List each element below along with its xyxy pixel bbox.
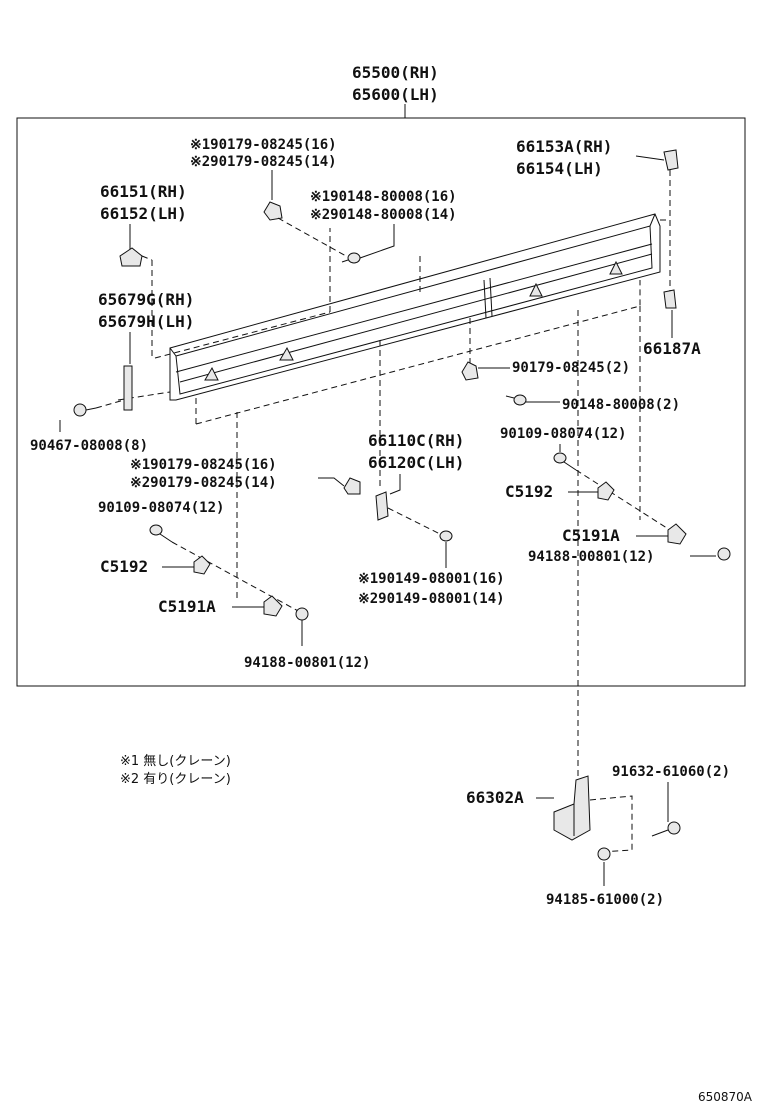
bolt-top bbox=[341, 252, 361, 264]
clip-c5191a-left bbox=[263, 595, 283, 617]
nut-left-low bbox=[295, 607, 309, 621]
label-nut-left-low: 94188-00801(12) bbox=[244, 655, 370, 671]
guide-bracket bbox=[553, 775, 591, 841]
label-bolt-right-top: 90148-80008(2) bbox=[562, 397, 680, 413]
bolt-guide bbox=[651, 821, 681, 837]
clip-c5191a-right bbox=[667, 523, 687, 545]
plate-left bbox=[119, 247, 143, 267]
clip-nut-right bbox=[461, 361, 479, 381]
bracket-top-right bbox=[663, 149, 679, 171]
label-guide: 66302A bbox=[466, 788, 524, 807]
label-support-lh: 66120C(LH) bbox=[368, 453, 464, 472]
label-stopper: 66187A bbox=[643, 339, 701, 358]
label-hinge-lh: 65679H(LH) bbox=[98, 312, 194, 331]
bolt-left-mid bbox=[149, 524, 173, 543]
label-c5192-left: C5192 bbox=[100, 557, 148, 576]
label-support-rh: 66110C(RH) bbox=[368, 431, 464, 450]
label-nut-right-top: 90179-08245(2) bbox=[512, 360, 630, 376]
label-screw-a2: ※290179-08245(14) bbox=[190, 154, 337, 170]
bolt-mid bbox=[439, 530, 453, 542]
guide-dash-lower bbox=[195, 280, 641, 425]
label-bolt-d2: ※290149-08001(14) bbox=[358, 591, 505, 607]
label-hinge-rh: 65679G(RH) bbox=[98, 290, 194, 309]
nut-right-low bbox=[717, 547, 731, 561]
label-assembly-rh: 65500(RH) bbox=[352, 63, 439, 82]
label-bolt-b1: ※190148-80008(16) bbox=[310, 189, 457, 205]
label-plate-lh: 66152(LH) bbox=[100, 204, 187, 223]
label-bracket-lh: 66154(LH) bbox=[516, 159, 603, 178]
label-bolt-b2: ※290148-80008(14) bbox=[310, 207, 457, 223]
hinge-strip bbox=[123, 365, 133, 411]
label-bolt-d1: ※190149-08001(16) bbox=[358, 571, 505, 587]
figure-reference: 650870A bbox=[698, 1090, 753, 1104]
legend-note-1: ※1 無し(クレーン) bbox=[120, 754, 231, 769]
label-screw-a1: ※190179-08245(16) bbox=[190, 137, 337, 153]
bolt-right-mid bbox=[553, 452, 577, 471]
support-bracket bbox=[375, 491, 389, 521]
label-c5192-right: C5192 bbox=[505, 482, 553, 501]
label-bolt-right-mid: 90109-08074(12) bbox=[500, 426, 626, 442]
label-c5191a-right: C5191A bbox=[562, 526, 620, 545]
bolt-right bbox=[505, 394, 527, 406]
assembly-boundary bbox=[16, 117, 746, 687]
clip-nut-mid bbox=[343, 477, 361, 495]
label-clip-left: 90467-08008(8) bbox=[30, 438, 148, 454]
clip-c5192-left bbox=[193, 555, 211, 575]
stopper-part bbox=[663, 289, 677, 309]
nut-guide bbox=[597, 847, 611, 861]
label-plate-rh: 66151(RH) bbox=[100, 182, 187, 201]
label-assembly-lh: 65600(LH) bbox=[352, 85, 439, 104]
side-rail-panel bbox=[169, 213, 661, 401]
legend-note-2: ※2 有り(クレーン) bbox=[120, 772, 231, 787]
label-bolt-guide: 91632-61060(2) bbox=[612, 764, 730, 780]
clip-nut-top bbox=[263, 201, 283, 221]
label-nut-guide: 94185-61000(2) bbox=[546, 892, 664, 908]
clip-c5192-right bbox=[597, 481, 615, 501]
label-bracket-rh: 66153A(RH) bbox=[516, 137, 612, 156]
label-c5191a-left: C5191A bbox=[158, 597, 216, 616]
label-bolt-left-mid: 90109-08074(12) bbox=[98, 500, 224, 516]
label-screw-c2: ※290179-08245(14) bbox=[130, 475, 277, 491]
clip-left bbox=[73, 403, 97, 417]
label-nut-right-low: 94188-00801(12) bbox=[528, 549, 654, 565]
label-screw-c1: ※190179-08245(16) bbox=[130, 457, 277, 473]
